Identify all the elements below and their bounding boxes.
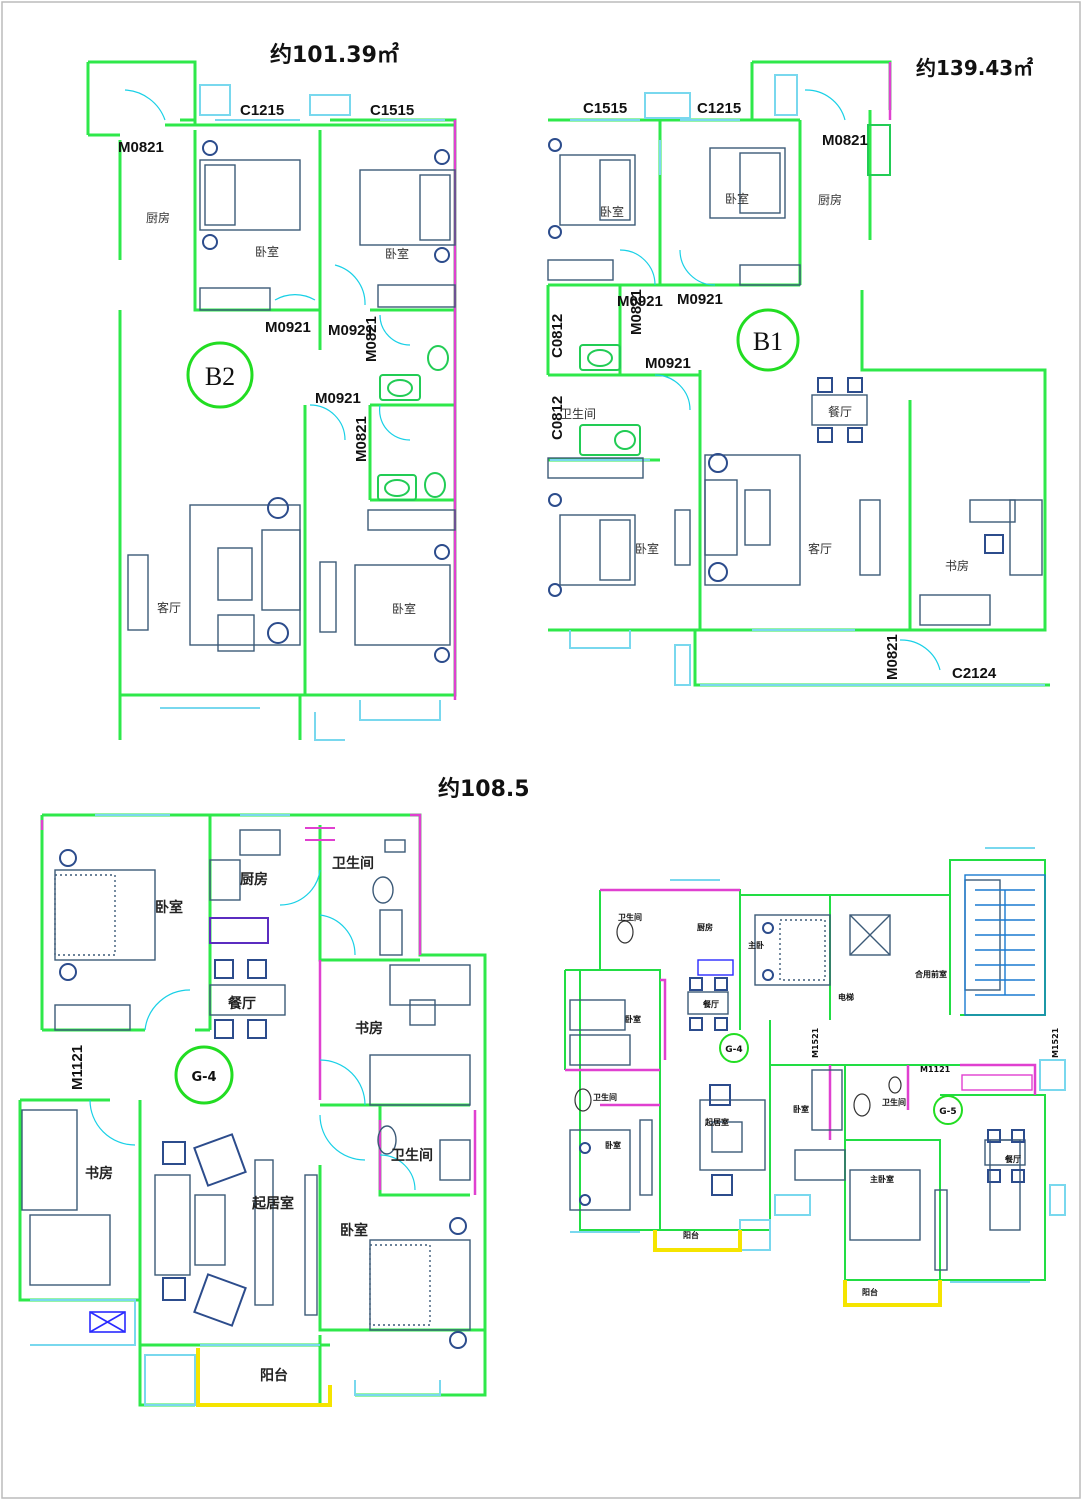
room-bedroom-b1-1: 卧室 xyxy=(600,204,624,219)
room-balcony-g5-1: 阳台 xyxy=(683,1230,699,1240)
room-bedroom-g4-1: 卧室 xyxy=(155,899,183,916)
room-dining-g5-1: 餐厅 xyxy=(702,999,719,1009)
plan-tag-circle-g5-b xyxy=(933,1095,963,1125)
room-lobby-g5: 合用前室 xyxy=(914,969,947,979)
plan-g4: 约108.5 xyxy=(18,776,530,1407)
room-bedroom-g5-1: 卧室 xyxy=(625,1014,641,1024)
code-m0921-b2-b: M0921 xyxy=(328,322,374,339)
room-kitchen-b2: 厨房 xyxy=(146,210,170,225)
code-m0921-b1-b: M0921 xyxy=(677,291,723,308)
plan-tag-b1: B1 xyxy=(753,327,783,356)
room-living-g5: 起居室 xyxy=(704,1117,729,1127)
code-m0821-b1-bath1: M0821 xyxy=(628,289,645,335)
code-m1121-g5: M1121 xyxy=(920,1065,951,1074)
room-bedroom-b2-3: 卧室 xyxy=(392,601,416,616)
plan-tag-circle-b1 xyxy=(736,308,800,372)
room-living-g4: 起居室 xyxy=(251,1195,294,1212)
code-m0921-b2-c: M0921 xyxy=(315,390,361,407)
code-m1521-g5-b: M1521 xyxy=(1051,1027,1060,1058)
room-bedroom-g5-3: 卧室 xyxy=(605,1140,621,1150)
room-bathroom-g5-1: 卫生间 xyxy=(618,912,642,922)
plan-b2: 约101.39㎡ xyxy=(86,42,457,741)
code-m1521-g5-a: M1521 xyxy=(811,1027,820,1058)
room-bedroom-b1-3: 卧室 xyxy=(635,541,659,556)
room-bathroom-g4-2: 卫生间 xyxy=(391,1147,433,1164)
room-master-g5-2: 主卧室 xyxy=(870,1174,894,1184)
plan-tag-g4: G-4 xyxy=(191,1070,216,1085)
code-m0821-b2-bath1: M0821 xyxy=(363,316,380,362)
plan-tag-circle-g5-a xyxy=(719,1033,749,1063)
code-m0921-b1-c: M0921 xyxy=(645,355,691,372)
room-balcony-g5-2: 阳台 xyxy=(862,1287,878,1297)
plan-g5: G-4 G-5 M1121 M1521 M1521 卫生间 厨房 主卧 电梯 合… xyxy=(564,847,1066,1307)
code-m1121-g4: M1121 xyxy=(69,1045,86,1090)
area-label-g4: 约108.5 xyxy=(438,776,530,802)
room-kitchen-b1: 厨房 xyxy=(818,192,842,207)
room-study-b1: 书房 xyxy=(945,558,969,573)
room-living-b2: 客厅 xyxy=(157,600,181,615)
room-bedroom-b2-2: 卧室 xyxy=(385,246,409,261)
room-bathroom-b1: 卫生间 xyxy=(560,407,596,421)
room-kitchen-g5: 厨房 xyxy=(697,922,713,932)
code-m0821-b2-bath2: M0821 xyxy=(353,416,370,462)
room-bedroom-g4-2: 卧室 xyxy=(340,1222,368,1239)
plan-tag-b2: B2 xyxy=(205,362,235,391)
room-dining-g5-2: 餐厅 xyxy=(1004,1154,1021,1164)
room-bathroom-g4-1: 卫生间 xyxy=(332,855,374,872)
code-c1215-b1: C1215 xyxy=(697,100,741,117)
code-m0821-b1-kitchen: M0821 xyxy=(822,132,868,149)
room-bathroom-g5-3: 卫生间 xyxy=(882,1097,906,1107)
code-c0812-b1-b: C0812 xyxy=(549,396,566,440)
code-m0921-b2-a: M0921 xyxy=(265,319,311,336)
room-living-b1: 客厅 xyxy=(808,541,832,556)
plan-tag-circle-b2 xyxy=(186,341,254,409)
plan-tag-g5-b: G-5 xyxy=(939,1107,956,1117)
area-label-b2: 约101.39㎡ xyxy=(270,42,399,68)
room-dining-b1: 餐厅 xyxy=(828,404,852,419)
room-balcony-g4: 阳台 xyxy=(260,1367,288,1384)
room-study-g4-1: 书房 xyxy=(355,1020,383,1037)
code-c1215-b2: C1215 xyxy=(240,102,284,119)
room-elevator-g5: 电梯 xyxy=(838,992,854,1002)
code-c0812-b1-a: C0812 xyxy=(549,314,566,358)
code-m0821-b1-study: M0821 xyxy=(884,634,901,680)
code-m0921-b1-a: M0921 xyxy=(617,293,663,310)
room-bedroom-b1-2: 卧室 xyxy=(725,191,749,206)
room-bathroom-g5-2: 卫生间 xyxy=(593,1092,617,1102)
code-c1515-b2: C1515 xyxy=(370,102,414,119)
plan-tag-g5-a: G-4 xyxy=(725,1045,742,1055)
room-dining-g4: 餐厅 xyxy=(227,995,256,1012)
room-study-g4-2: 书房 xyxy=(85,1165,113,1182)
room-bedroom-b2-1: 卧室 xyxy=(255,244,279,259)
code-m0821-b2-kitchen: M0821 xyxy=(118,139,164,156)
room-master-g5-1: 主卧 xyxy=(748,940,764,950)
code-c2124-b1: C2124 xyxy=(952,665,997,682)
area-label-b1: 约139.43㎡ xyxy=(916,56,1033,80)
code-c1515-b1: C1515 xyxy=(583,100,627,117)
room-kitchen-g4: 厨房 xyxy=(240,871,268,888)
room-bedroom-g5-2: 卧室 xyxy=(793,1104,809,1114)
plan-tag-circle-g4 xyxy=(174,1045,234,1105)
plan-b1: 约139.43㎡ xyxy=(546,56,1050,687)
